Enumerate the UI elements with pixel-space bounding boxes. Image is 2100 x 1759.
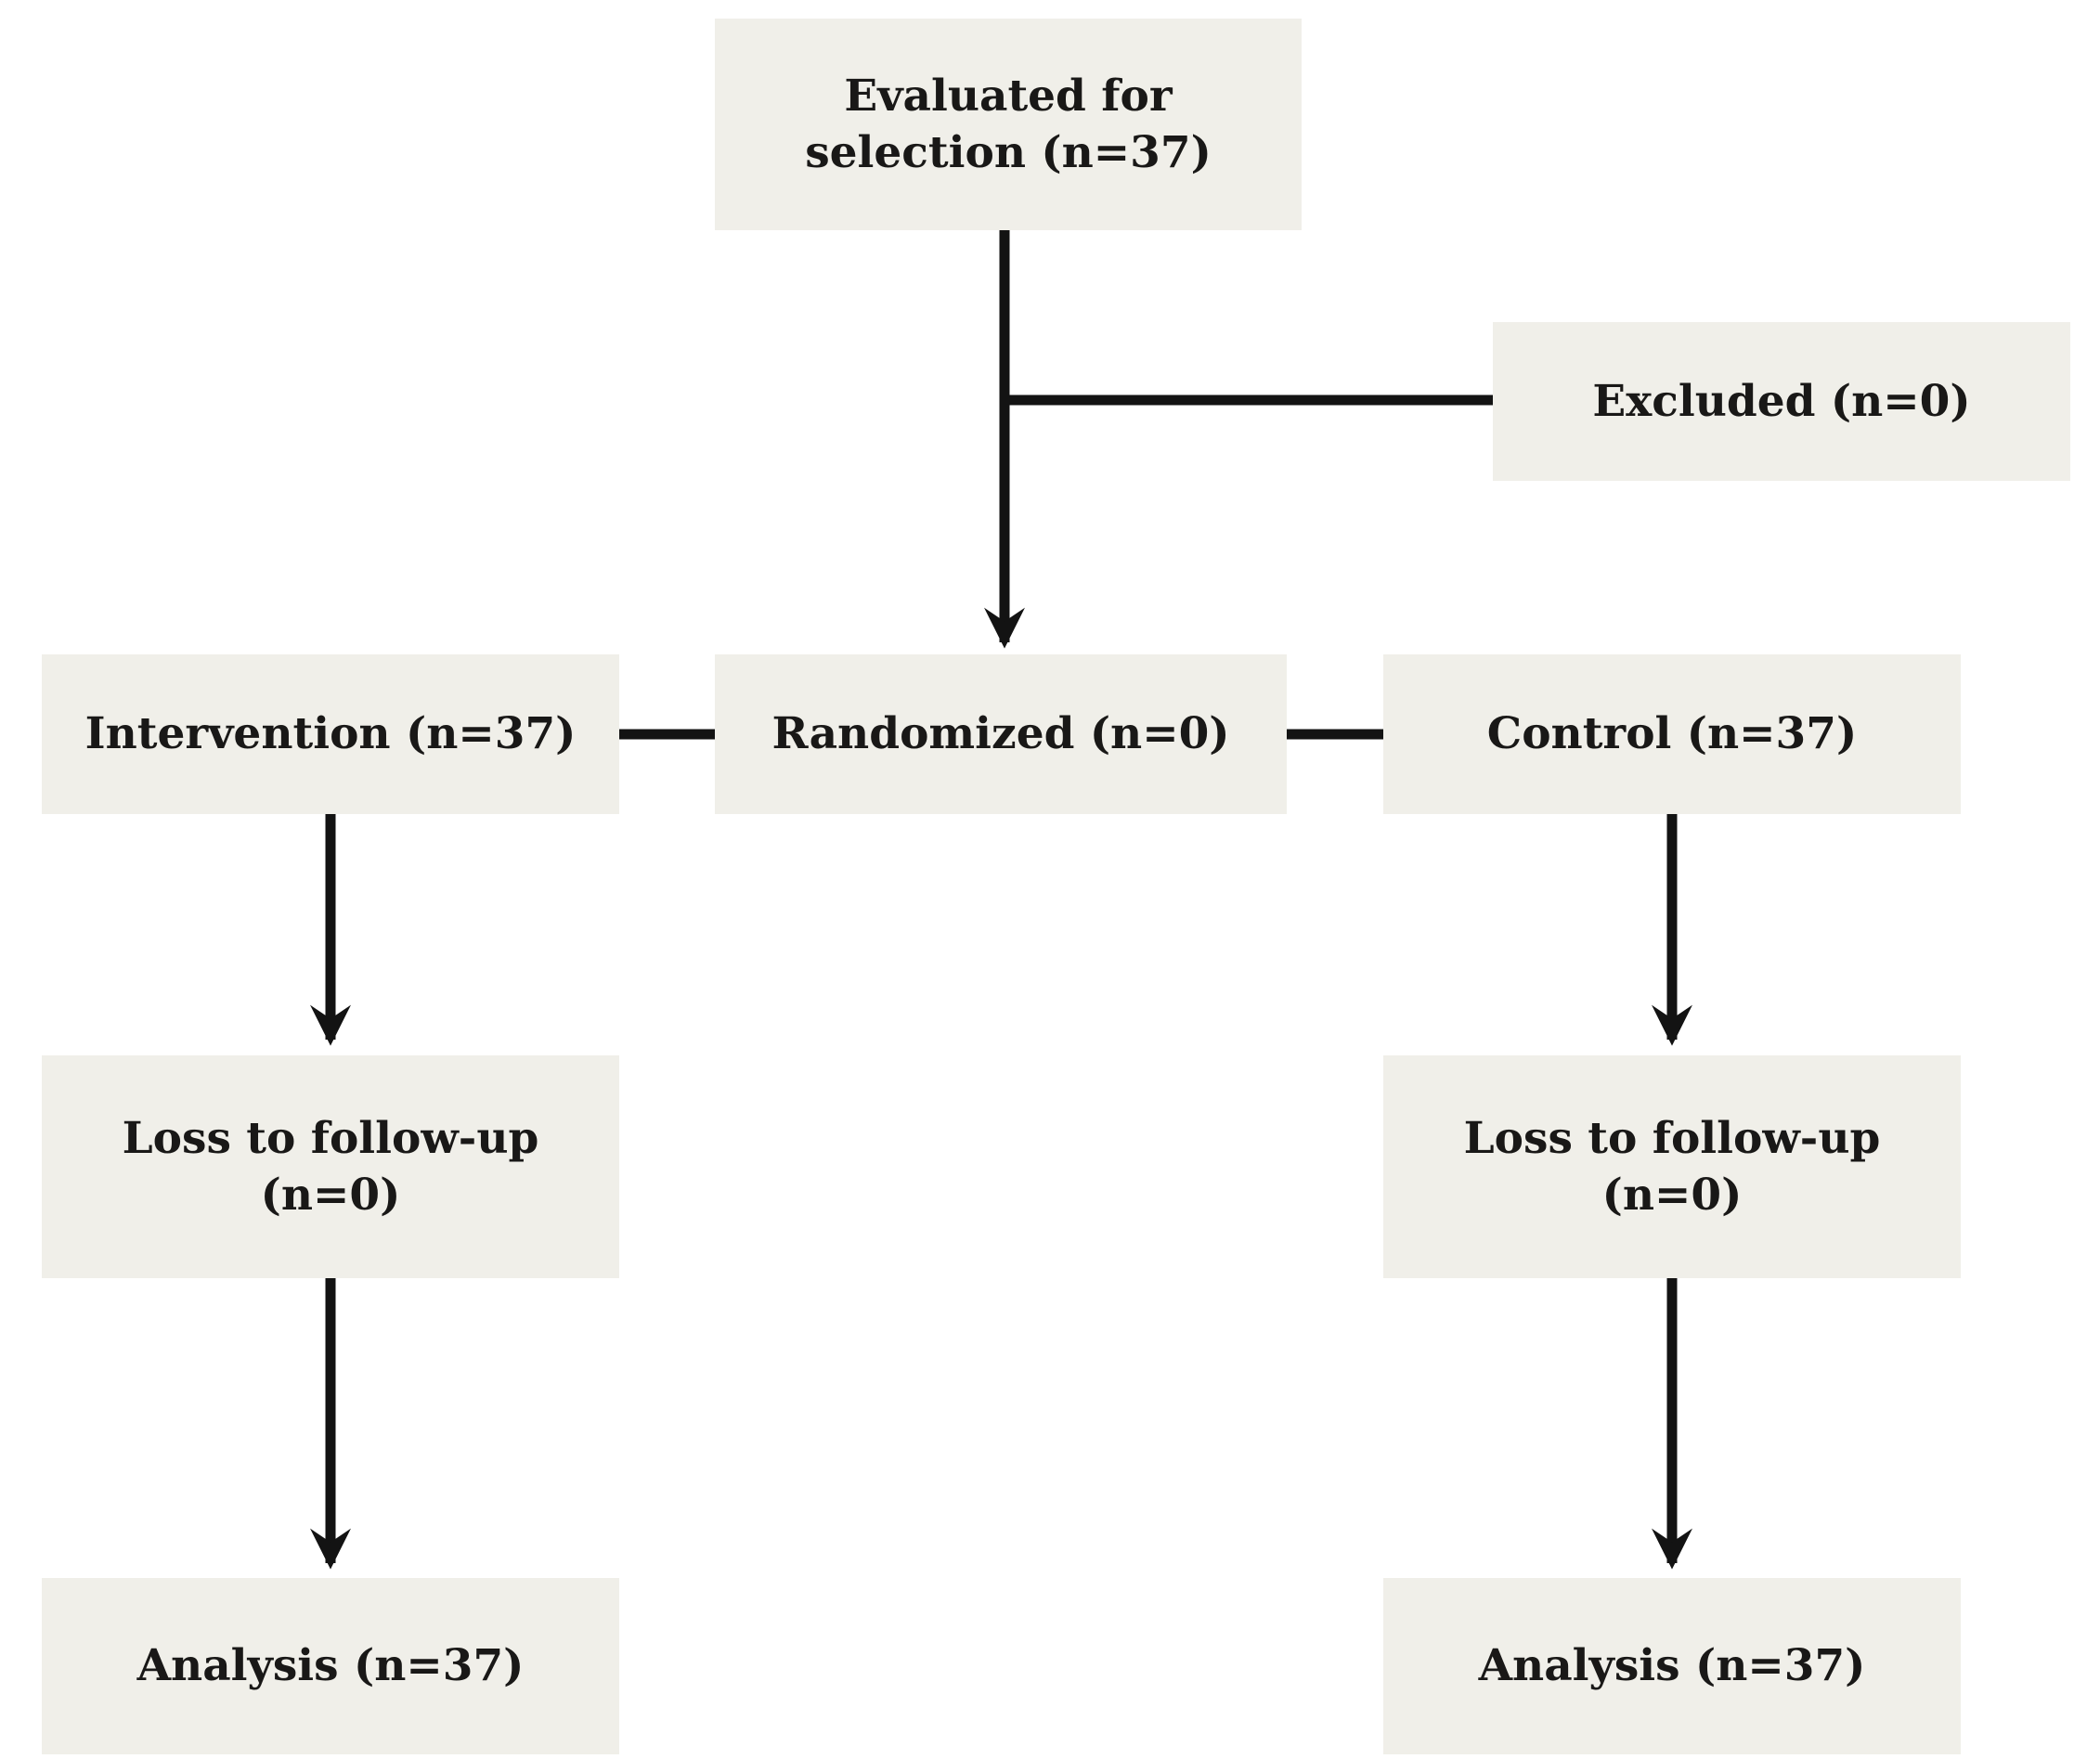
node-randomized: Randomized (n=0) (715, 654, 1287, 814)
node-label-line: Excluded (n=0) (1592, 375, 1971, 427)
node-analysis-control: Analysis (n=37) (1383, 1578, 1961, 1754)
node-label-line: Loss to follow-up (1463, 1112, 1881, 1164)
node-analysis-intervention: Analysis (n=37) (42, 1578, 619, 1754)
node-loss-to-follow-up-control: Loss to follow-up (n=0) (1383, 1055, 1961, 1278)
node-label-line: (n=0) (260, 1170, 401, 1221)
node-evaluated-for-selection: Evaluated for selection (n=37) (715, 19, 1302, 230)
node-control: Control (n=37) (1383, 654, 1961, 814)
node-label-line: Randomized (n=0) (771, 708, 1230, 760)
node-label-line: Analysis (n=37) (136, 1640, 525, 1692)
node-label-line: Evaluated for (844, 70, 1173, 122)
node-loss-to-follow-up-intervention: Loss to follow-up (n=0) (42, 1055, 619, 1278)
node-label-line: Intervention (n=37) (84, 708, 577, 760)
node-intervention: Intervention (n=37) (42, 654, 619, 814)
node-excluded: Excluded (n=0) (1493, 322, 2070, 481)
node-label-line: selection (n=37) (805, 127, 1212, 178)
node-label-line: Loss to follow-up (122, 1112, 539, 1164)
node-label-line: Control (n=37) (1486, 708, 1858, 760)
node-label-line: Analysis (n=37) (1478, 1640, 1866, 1692)
node-label-line: (n=0) (1601, 1170, 1743, 1221)
